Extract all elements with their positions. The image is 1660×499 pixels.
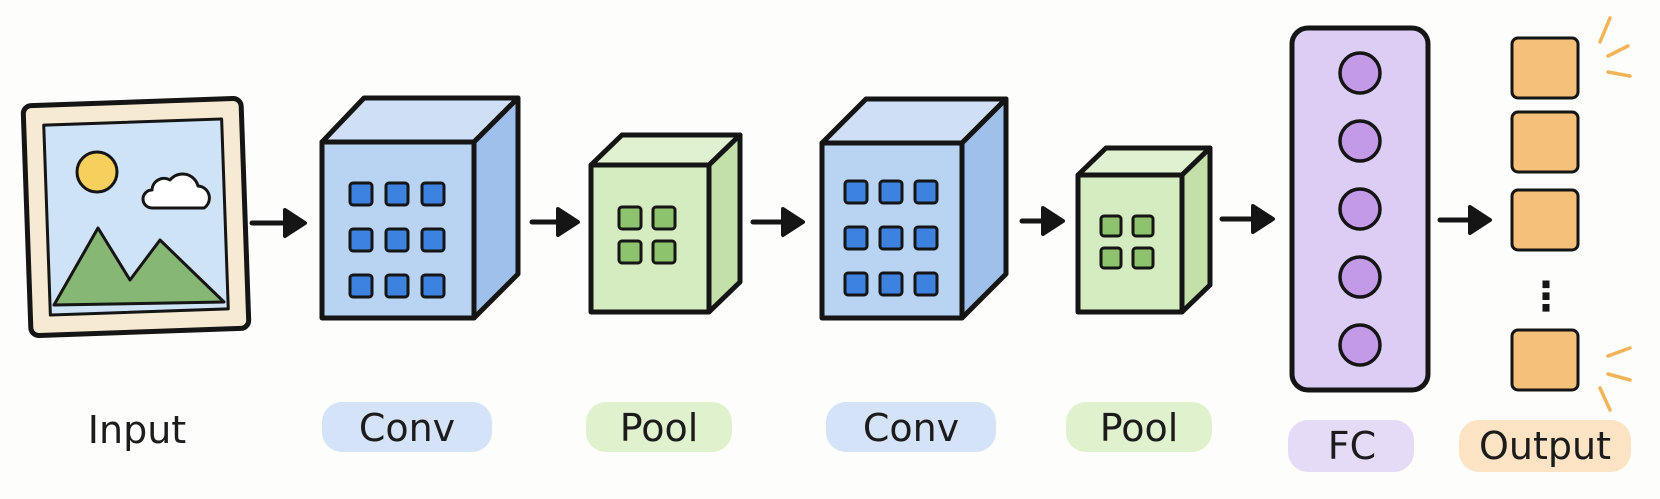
arrow-conv-to-pool-2 xyxy=(1019,206,1065,236)
pool2-side xyxy=(1179,145,1213,315)
tag-pool-2 xyxy=(1066,402,1212,452)
pool-block-1 xyxy=(588,132,743,315)
grid-cell xyxy=(843,179,869,205)
input-image xyxy=(20,96,252,338)
grid-cell xyxy=(617,205,643,231)
label-pool-2: Pool xyxy=(1100,406,1179,450)
arrow-pool-to-conv xyxy=(750,207,805,237)
output-units xyxy=(1510,36,1580,392)
label-output: Output xyxy=(1479,424,1611,468)
label-pool-1: Pool xyxy=(620,406,699,450)
grid-cell xyxy=(878,225,904,251)
arrow-fc-to-output xyxy=(1437,205,1492,235)
tag-fc xyxy=(1288,420,1414,472)
grid-cell xyxy=(913,225,939,251)
fc-node xyxy=(1338,323,1382,367)
arrow-pool-to-fc xyxy=(1219,204,1275,234)
output-unit xyxy=(1510,188,1580,252)
conv-block-1 xyxy=(319,95,521,321)
cloud-icon xyxy=(141,172,211,210)
grid-cell xyxy=(420,181,446,207)
fc-layer xyxy=(1289,25,1431,393)
grid-cell xyxy=(384,227,410,253)
grid-cell xyxy=(384,181,410,207)
arrow-conv-to-pool xyxy=(529,207,580,237)
conv-block-2 xyxy=(819,96,1009,321)
output-unit xyxy=(1510,328,1580,392)
grid-cell xyxy=(348,181,374,207)
grid-cell xyxy=(878,179,904,205)
tag-conv-2 xyxy=(826,402,996,452)
output-ellipsis: ⋮ xyxy=(1526,274,1566,320)
grid-cell xyxy=(913,271,939,297)
conv2-grid xyxy=(843,179,939,297)
grid-cell xyxy=(913,179,939,205)
grid-cell xyxy=(1131,246,1155,270)
labels: Input Conv Pool Conv Pool FC Output xyxy=(88,402,1631,472)
grid-cell xyxy=(843,225,869,251)
output-layer: ⋮ xyxy=(1510,16,1632,412)
tag-output xyxy=(1459,420,1631,472)
grid-cell xyxy=(617,239,643,265)
grid-cell xyxy=(348,273,374,299)
label-fc: FC xyxy=(1328,424,1376,468)
pool1-grid xyxy=(617,205,677,265)
label-input: Input xyxy=(88,408,186,452)
grid-cell xyxy=(843,271,869,297)
grid-cell xyxy=(651,239,677,265)
grid-cell xyxy=(1099,246,1123,270)
grid-cell xyxy=(1099,214,1123,238)
label-conv-2: Conv xyxy=(863,406,959,450)
grid-cell xyxy=(1131,214,1155,238)
sun-icon xyxy=(75,150,119,194)
pool1-front xyxy=(588,162,712,315)
fc-node xyxy=(1338,187,1382,231)
mountain-icon xyxy=(52,226,226,307)
pool1-side xyxy=(706,132,743,315)
pool-block-2 xyxy=(1075,145,1213,315)
grid-cell xyxy=(878,271,904,297)
fc-node xyxy=(1338,119,1382,163)
fc-node xyxy=(1338,255,1382,299)
fc-nodes xyxy=(1338,51,1382,367)
conv1-grid xyxy=(348,181,446,299)
arrow-input-to-conv xyxy=(249,208,307,238)
fc-node xyxy=(1338,51,1382,95)
grid-cell xyxy=(348,227,374,253)
grid-cell xyxy=(384,273,410,299)
sparkle-bottom-icon xyxy=(1598,346,1632,412)
sparkle-top-icon xyxy=(1598,16,1632,78)
pool2-front xyxy=(1075,172,1185,315)
tag-conv-1 xyxy=(322,402,492,452)
grid-cell xyxy=(651,205,677,231)
tag-pool-1 xyxy=(586,402,732,452)
output-unit xyxy=(1510,36,1580,100)
pool2-grid xyxy=(1099,214,1155,270)
grid-cell xyxy=(420,273,446,299)
output-unit xyxy=(1510,110,1580,174)
grid-cell xyxy=(420,227,446,253)
label-conv-1: Conv xyxy=(359,406,455,450)
